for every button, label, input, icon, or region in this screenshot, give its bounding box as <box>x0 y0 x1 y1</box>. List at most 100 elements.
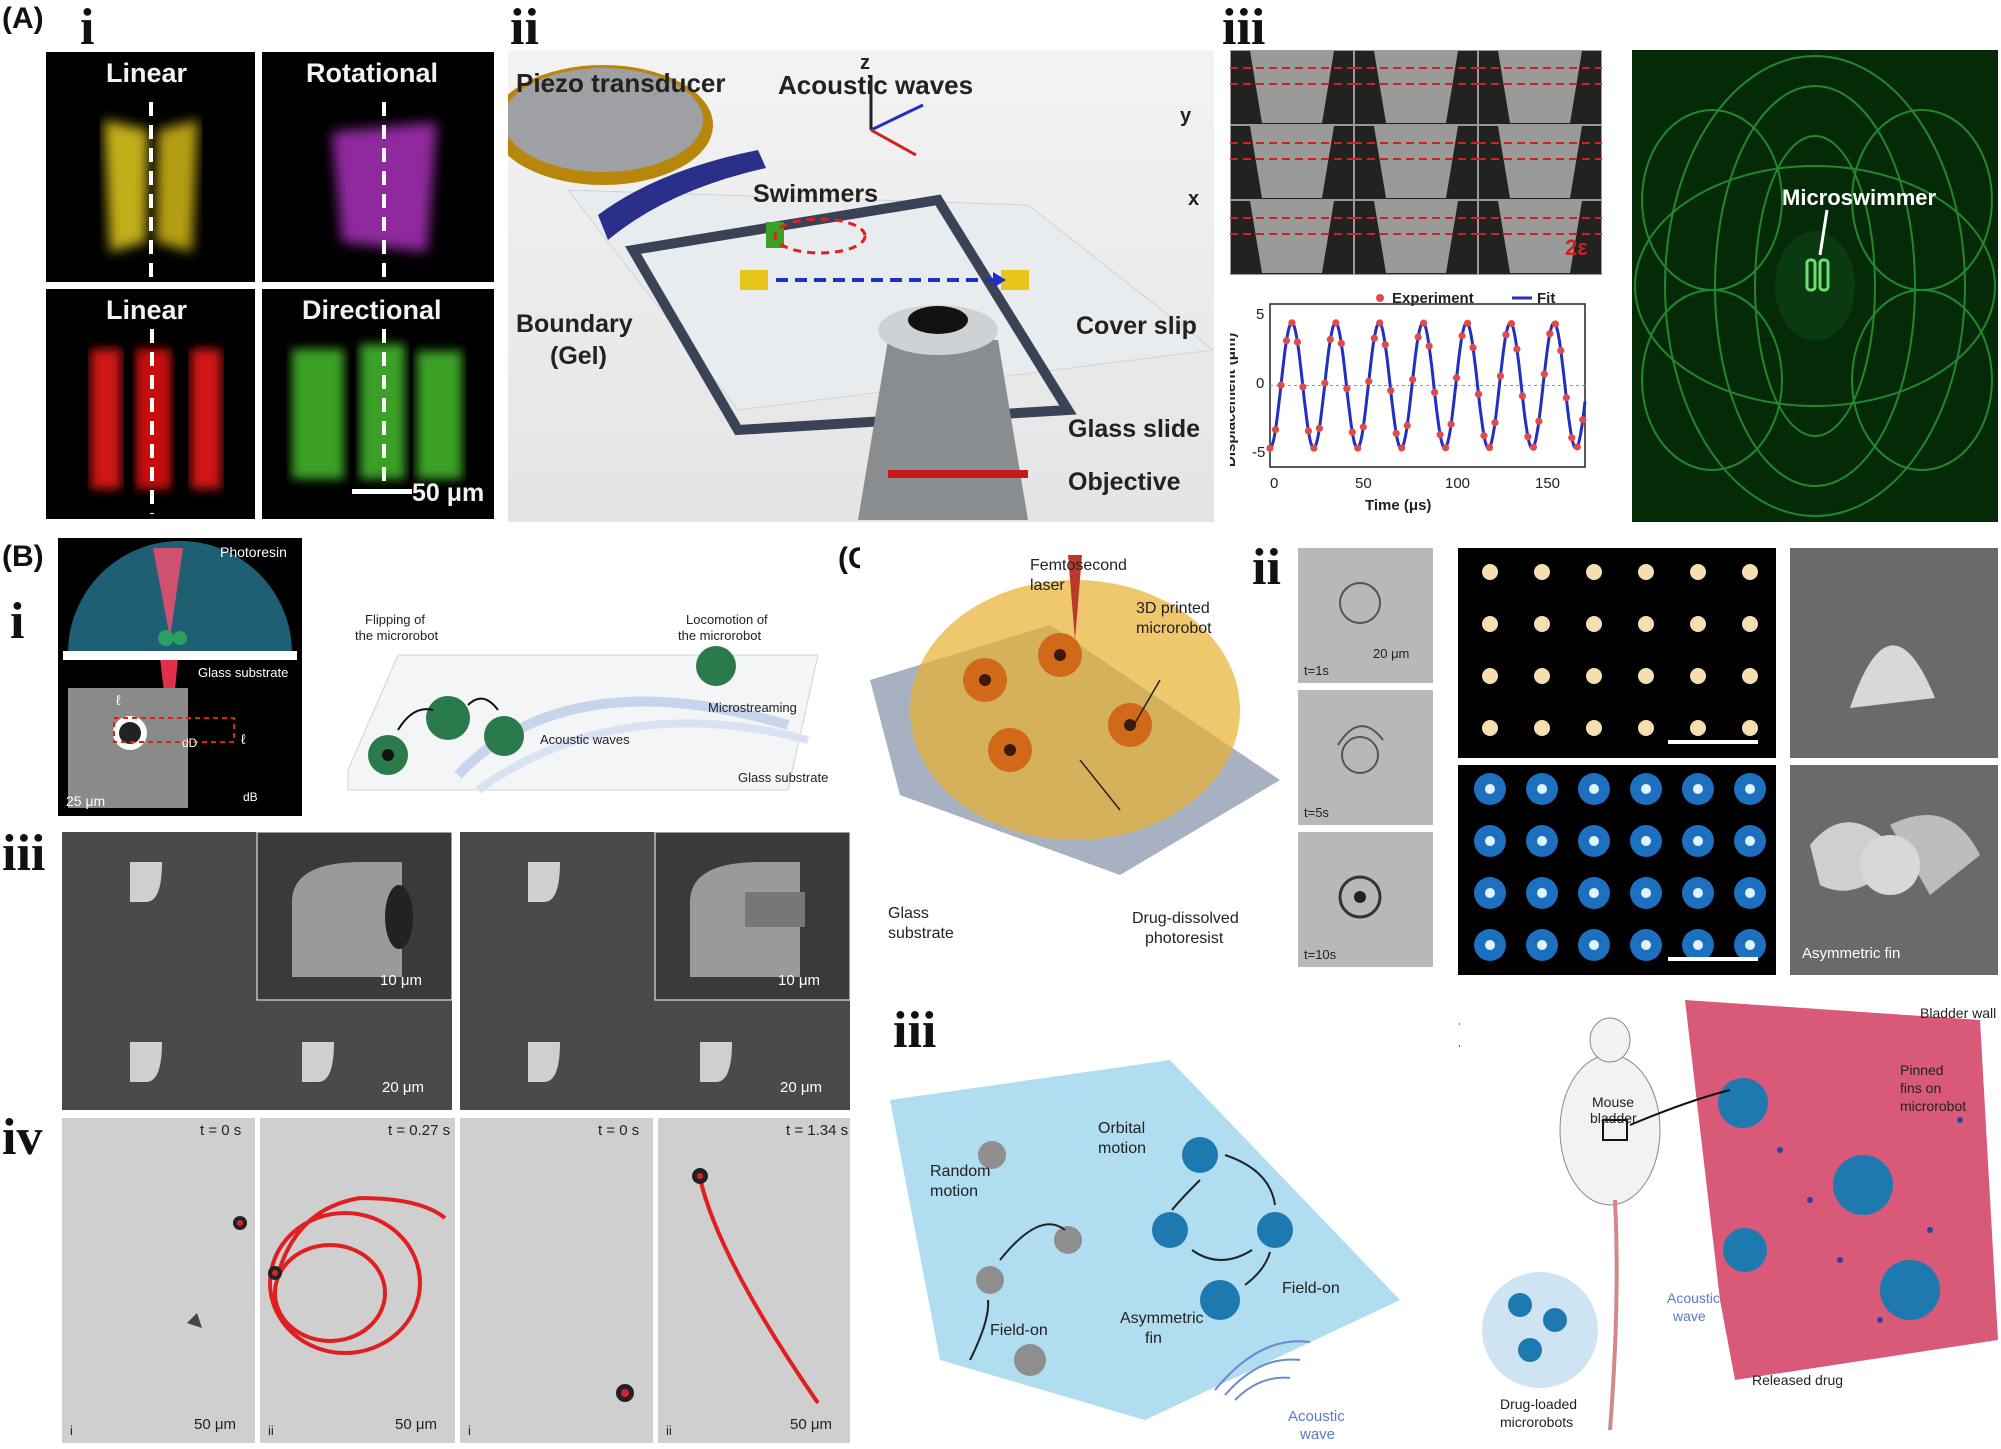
motion-label: motion <box>930 1183 979 1200</box>
frame-scale: 20 μm <box>1373 646 1410 661</box>
printed-dot <box>1690 564 1706 580</box>
fluorescent-robot-core <box>1485 888 1495 898</box>
printed-dot <box>1586 616 1602 632</box>
printed-dot <box>1534 720 1550 736</box>
orbital-label: Orbital <box>1098 1120 1146 1137</box>
experiment-point <box>1485 443 1494 452</box>
acoustic-waves-label: Acoustic waves <box>778 70 974 100</box>
experiment-point <box>1315 424 1323 432</box>
frame-index: ii <box>268 1423 274 1438</box>
experiment-point <box>1332 319 1340 327</box>
dot-array-image <box>1458 548 1776 758</box>
experiment-point <box>1573 443 1581 451</box>
experiment-point <box>1431 388 1439 396</box>
experiment-point <box>1469 343 1477 352</box>
glass-slide-label: Glass slide <box>1068 415 1201 443</box>
wave-label: wave <box>1300 1426 1336 1443</box>
experiment-point <box>1546 330 1554 338</box>
frame-index: i <box>468 1423 471 1438</box>
oscillation-tile <box>1354 201 1478 274</box>
experiment-point <box>1496 372 1505 380</box>
microrobots-label: microrobots <box>1500 1414 1574 1430</box>
scale: 20 μm <box>780 1079 822 1096</box>
oscillation-tile <box>1354 126 1478 199</box>
length-label-right: ℓ <box>241 731 246 747</box>
piezo-label: Piezo transducer <box>516 68 726 98</box>
fluorescent-robot-core <box>1641 836 1651 846</box>
bladder-label: bladder <box>1590 1110 1637 1126</box>
printed-dot <box>1690 616 1706 632</box>
experiment-point <box>1502 331 1510 339</box>
microrobot-label: microrobot <box>1136 620 1212 637</box>
flipping-locomotion-schematic: Flipping of the microrobot Locomotion of… <box>318 540 840 818</box>
fluorescent-robot-core <box>1641 888 1651 898</box>
printed-dot <box>1534 668 1550 684</box>
locomotion-label-2: the microrobot <box>678 628 762 643</box>
axis-z-label: z <box>860 52 870 74</box>
experiment-point <box>1310 444 1318 452</box>
printing-schematic: Photoresin Glass substrate 25 μm ℓ ℓ dD … <box>58 538 302 816</box>
frame-scale: 50 μm <box>790 1416 832 1433</box>
sem-finned-robot-image: Asymmetric fin <box>1790 765 1998 975</box>
experiment-point <box>1452 374 1461 382</box>
sem-cone-image <box>1790 548 1998 758</box>
experiment-point <box>1447 420 1455 428</box>
printed-dot <box>1638 720 1654 736</box>
substrate-label: substrate <box>888 925 954 942</box>
experiment-point <box>1271 426 1280 434</box>
fluorescent-robot-core <box>1537 888 1547 898</box>
experiment-point <box>1370 334 1378 342</box>
experiment-point <box>1337 339 1345 347</box>
fluorescent-robot-core <box>1589 940 1599 950</box>
printed-dot <box>1586 564 1602 580</box>
experiment-point <box>1376 319 1384 327</box>
panel-b-iii-label: iii <box>2 825 46 882</box>
printing-drug-schematic: Femtosecond laser 3D printed microrobot … <box>860 545 1280 985</box>
fluor-tile-directional-green: Directional 50 μm <box>262 289 494 519</box>
trajectory-frame-4: t = 1.34 s 50 μm ii <box>658 1118 850 1443</box>
printed-dot <box>1534 564 1550 580</box>
printed-dot <box>1534 616 1550 632</box>
microstreaming-label: Microstreaming <box>708 700 797 715</box>
microswimmer-streaming-image: Microswimmer <box>1632 50 1998 522</box>
photoresin-label: Photoresin <box>220 544 287 560</box>
experiment-point <box>1491 419 1499 427</box>
fluorescent-robot-core <box>1589 784 1599 794</box>
drug-loaded-label: Drug-loaded <box>1500 1396 1578 1412</box>
axis-x-label: x <box>1188 188 1200 210</box>
experiment-point <box>1568 434 1576 442</box>
panel-c-ii-label: ii <box>1252 539 1281 596</box>
printed-dot <box>1690 668 1706 684</box>
experiment-point <box>1409 375 1417 384</box>
photoresist-label: photoresist <box>1145 930 1224 947</box>
experiment-point <box>1387 386 1395 395</box>
experiment-point <box>1266 444 1274 452</box>
fluorescent-robot-core <box>1485 940 1495 950</box>
pinned-label: Pinned <box>1900 1062 1944 1078</box>
legend-marker-exp <box>1376 294 1384 302</box>
frame-scale: 50 μm <box>395 1416 437 1433</box>
fluorescent-robot-core <box>1745 784 1755 794</box>
experiment-point <box>1381 341 1389 349</box>
ytick: 0 <box>1256 375 1265 392</box>
fluorescent-robot-core <box>1745 836 1755 846</box>
experiment-point <box>1441 444 1450 452</box>
frame-index: i <box>70 1423 73 1438</box>
experiment-point <box>1507 320 1516 328</box>
fluor-tile-linear-yellow: Linear <box>46 52 255 282</box>
fluorescent-robot-core <box>1745 888 1755 898</box>
experiment-point <box>1463 319 1472 327</box>
bladder-wall-label: Bladder wall <box>1920 1005 1997 1021</box>
displacement-plot: Displacement (μm) Time (μs) Experiment F… <box>1230 282 1602 522</box>
experiment-point <box>1474 390 1483 398</box>
xlabel: Time (μs) <box>1365 497 1432 514</box>
timelapse-frame-1: t=1s 20 μm <box>1298 548 1433 683</box>
field-on-label-2: Field-on <box>1282 1280 1340 1297</box>
oscillation-tile <box>1230 51 1354 124</box>
glass-label: Glass <box>888 905 929 922</box>
experiment-point <box>1562 394 1570 402</box>
axis-y-label: y <box>1180 105 1192 127</box>
experiment-point <box>1277 381 1285 389</box>
inset-scale: 10 μm <box>778 972 820 989</box>
oscillation-tile <box>1354 51 1478 124</box>
